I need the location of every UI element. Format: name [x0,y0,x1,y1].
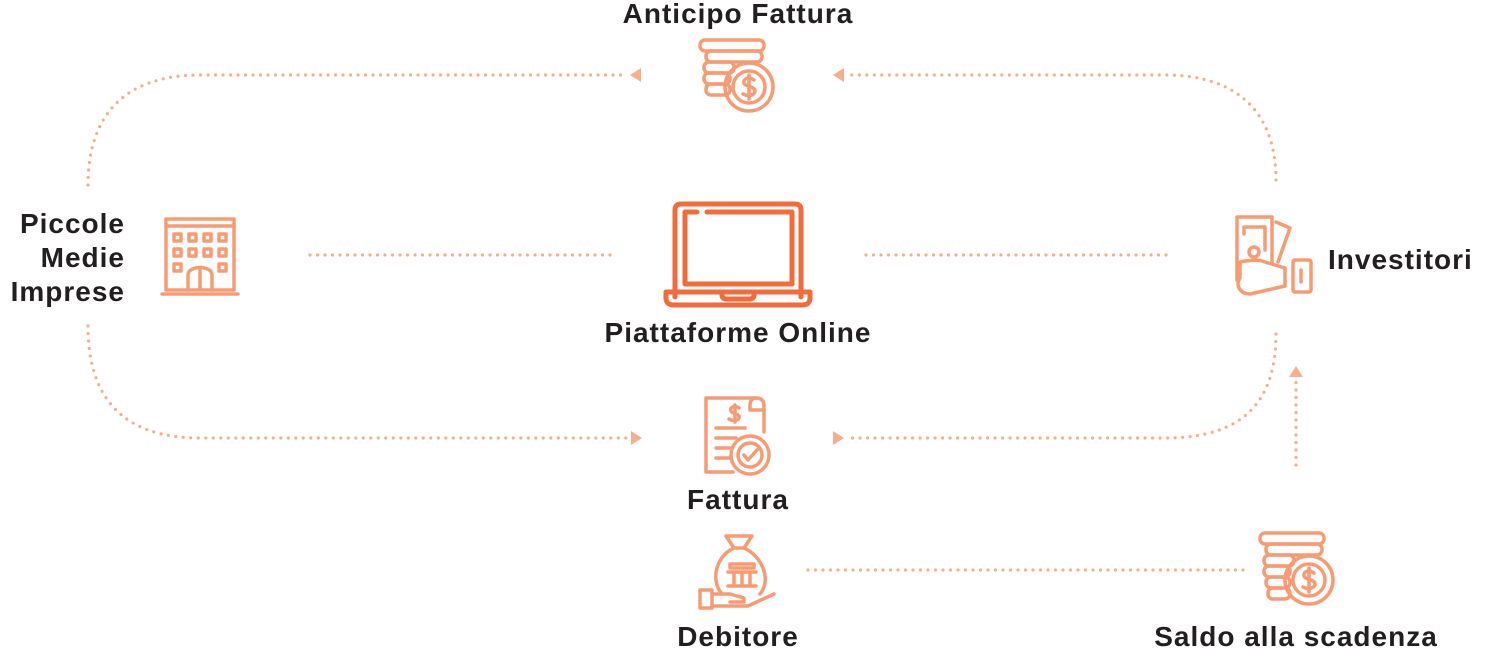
label-debtor: Debitore [677,621,799,648]
label-pmi-line1: Piccole [20,208,125,239]
money-hand-icon [1235,215,1313,296]
arrow-left-icon [833,68,844,82]
label-settlement: Saldo alla scadenza [1154,621,1438,648]
label-investors: Investitori [1328,244,1473,275]
coins-dollar-icon [1258,531,1335,606]
invoice-check-icon [704,396,771,476]
connectors [86,68,1303,572]
label-platform: Piattaforme Online [605,317,872,348]
arrow-up-icon [1289,366,1303,377]
label-pmi-line3: Imprese [11,276,125,307]
coins-dollar-icon [698,38,775,113]
money-bag-hand-icon [698,534,776,610]
connector-investors-to-invoice [846,332,1278,440]
arrow-left-icon [630,68,641,82]
label-invoice: Fattura [687,484,789,515]
title-anticipo-fattura: Anticipo Fattura [623,0,854,29]
connector-pmi-to-invoice [86,324,630,440]
laptop-icon [663,201,813,308]
arrow-right-icon [631,431,642,445]
arrow-right-icon [833,431,844,445]
connector-pmi-to-advance [86,73,630,187]
label-pmi-line2: Medie [41,242,125,273]
connector-investors-to-advance [846,73,1278,182]
building-icon [160,217,240,296]
